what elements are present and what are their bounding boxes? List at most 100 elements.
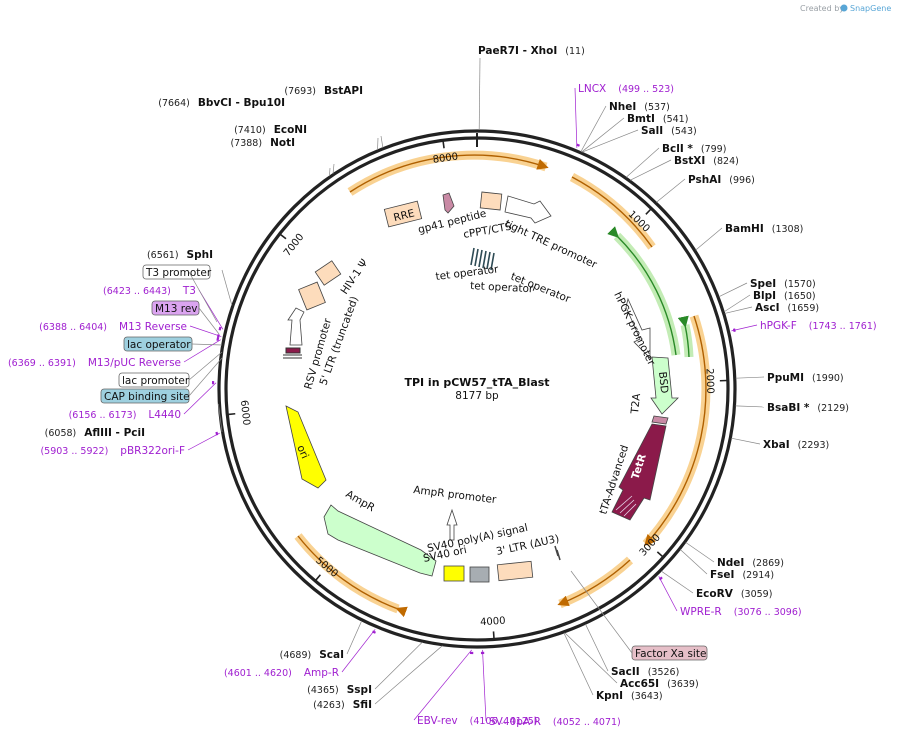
enzyme-site-ecorv[interactable]: EcoRV(3059) [660, 570, 772, 600]
box-label-cap-binding: CAP binding site [104, 391, 190, 403]
enzyme-site-paer7i[interactable]: PaeR7I - XhoI(11) [478, 45, 585, 131]
enzyme-site-asci[interactable]: AscI(1659) [724, 302, 819, 314]
enzyme-site-kpni[interactable]: KpnI(3643) [563, 632, 663, 702]
rre-box[interactable] [383, 200, 423, 228]
enzyme-site-sspi[interactable]: (4365)SspI [307, 641, 423, 696]
enzyme-site-blpi[interactable]: BlpI(1650) [724, 290, 816, 313]
primer-leader-line [183, 382, 217, 415]
sv40-polya-box[interactable] [469, 566, 490, 583]
enzyme-site-bstxi[interactable]: BstXI (824) [630, 155, 739, 181]
enzyme-site-nhei[interactable]: NheI(537) [580, 101, 670, 152]
enzyme-name: KpnI [596, 690, 623, 702]
enzyme-position: (1650) [784, 291, 816, 302]
enzyme-position: (11) [565, 46, 585, 57]
plasmid-length: 8177 bp [455, 390, 499, 402]
enzyme-position: (2129) [817, 403, 849, 414]
primer-wpre-r[interactable]: WPRE-R(3076 .. 3096) [658, 576, 802, 618]
enzyme-leader-line [329, 167, 331, 177]
enzyme-site-bsabi[interactable]: BsaBI * (2129) [735, 402, 849, 414]
primer-m13-reverse[interactable]: (6388 .. 6404)M13 Reverse [39, 321, 222, 338]
primer-leader-line [183, 339, 221, 363]
primer-leader-line [658, 576, 678, 612]
enzyme-site-sacii[interactable]: SacII(3526) [585, 624, 679, 678]
primer-name: Amp-R [304, 667, 339, 679]
feature-label-bsd: BSD [656, 371, 670, 394]
primer-label: (5903 .. 5922)pBR322ori-F [40, 445, 185, 457]
enzyme-label: (4689)ScaI [280, 649, 344, 661]
primer-m13-puc-reverse[interactable]: (6369 .. 6391)M13/pUC Reverse [8, 337, 221, 369]
enzyme-leader-line [374, 641, 423, 690]
hpgk-promoter-arrow[interactable] [625, 297, 651, 359]
enzyme-site-spei[interactable]: SpeI(1570) [718, 278, 816, 298]
enzyme-site-sphi[interactable]: (6561)SphI [147, 249, 233, 306]
enzyme-site-bmti[interactable]: BmtI(541) [581, 113, 689, 153]
primer-name: hPGK-F [760, 320, 797, 332]
primer-lncx[interactable]: LNCX(499 .. 523) [574, 83, 674, 148]
primer-sv40pa-r[interactable]: SV40pA-R(4052 .. 4071) [480, 649, 621, 728]
enzyme-label: EcoRV(3059) [696, 588, 772, 600]
enzyme-name: BstXI [674, 155, 705, 167]
feature-label-hpgk: hPGK promoter [611, 290, 657, 368]
tta-advanced-arrow[interactable] [611, 423, 667, 521]
enzyme-name: SphI [187, 249, 213, 261]
enzyme-site-bamhi[interactable]: BamHI(1308) [695, 223, 804, 251]
tight-tre-promoter-arrow[interactable] [504, 195, 552, 224]
ampr-promoter-arrow[interactable] [446, 508, 458, 541]
enzyme-site-ppumi[interactable]: PpuMI(1990) [735, 372, 844, 384]
primer-range: (4052 .. 4071) [553, 717, 621, 728]
enzyme-label: PpuMI(1990) [767, 372, 844, 384]
snapgene-logo-icon [840, 4, 848, 12]
enzyme-leader-line [718, 282, 748, 298]
gp41-peptide-shape[interactable] [442, 192, 455, 214]
enzyme-site-ndei[interactable]: NdeI(2869) [685, 542, 784, 569]
enzyme-position: (824) [713, 156, 739, 167]
enzyme-label: BmtI(541) [627, 113, 688, 125]
enzyme-site-afliii[interactable]: (6058)AflIII - PciI [45, 403, 223, 439]
enzyme-leader-line [735, 405, 765, 408]
enzyme-site-fsei[interactable]: FseI(2914) [680, 549, 774, 581]
primer-l4440[interactable]: (6156 .. 6173)L4440 [69, 381, 217, 421]
enzyme-site-bcli[interactable]: BclI *(799) [625, 143, 726, 178]
enzyme-site-pshai[interactable]: PshAI(996) [656, 174, 755, 203]
cppt-cts-box[interactable] [479, 191, 503, 211]
scale-tick-1000 [645, 208, 652, 215]
ltr-3-box[interactable] [496, 560, 534, 582]
primer-leader-line [731, 324, 758, 332]
enzyme-site-xbai[interactable]: XbaI(2293) [731, 437, 829, 451]
feature-label-ampr: AmpR [344, 488, 377, 514]
enzyme-site-noti[interactable]: (7388)NotI [230, 137, 331, 177]
ltr-5-box[interactable] [298, 281, 326, 311]
primer-range: (6156 .. 6173) [69, 410, 137, 421]
enzyme-name: AscI [755, 302, 780, 314]
primer-pbr322ori-f[interactable]: (5903 .. 5922)pBR322ori-F [40, 431, 220, 457]
enzyme-site-bbvci[interactable]: (7664)BbvCI - Bpu10I [158, 97, 379, 150]
enzyme-position: (7693) [284, 86, 316, 97]
enzyme-site-sfii[interactable]: (4263)SfiI [313, 645, 443, 711]
feature-label-ori: ori [294, 443, 311, 460]
ori-arrow[interactable] [285, 405, 327, 489]
primer-ebv-rev[interactable]: EBV-rev(4106 .. 4125) [413, 649, 538, 727]
t2a-box[interactable] [651, 415, 669, 425]
sv40-ori-box[interactable] [443, 565, 465, 582]
enzyme-site-bstapi[interactable]: (7693)BstAPI [284, 85, 384, 148]
feature-label-ampr-promoter: AmpR promoter [413, 484, 498, 506]
primer-amp-r[interactable]: (4601 .. 4620)Amp-R [224, 629, 376, 679]
ampr-arrow[interactable] [323, 504, 437, 577]
tet-operator-bars[interactable] [470, 247, 495, 271]
scale-label-5000: 5000 [313, 555, 340, 580]
primer-hpgk-f[interactable]: hPGK-F(1743 .. 1761) [731, 320, 877, 333]
enzyme-position: (541) [663, 114, 689, 125]
primer-name: WPRE-R [680, 606, 722, 618]
enzyme-site-sali[interactable]: SalI(543) [581, 125, 697, 153]
bsd-arrow[interactable] [650, 356, 679, 415]
enzyme-site-econi[interactable]: (7410)EcoNI [234, 124, 335, 174]
enzyme-name: SacII [611, 666, 640, 678]
rsv-promoter-arrow[interactable] [287, 307, 305, 346]
enzyme-site-scai[interactable]: (4689)ScaI [280, 620, 363, 661]
enzyme-site-acc65i[interactable]: Acc65I(3639) [564, 632, 699, 690]
box-t3-promoter[interactable] [142, 264, 211, 280]
scale-label-8000: 8000 [432, 151, 459, 165]
hiv-psi-box[interactable] [314, 260, 342, 286]
scale-tick-3000 [656, 551, 664, 558]
enzyme-name: BsaBI * [767, 402, 810, 414]
